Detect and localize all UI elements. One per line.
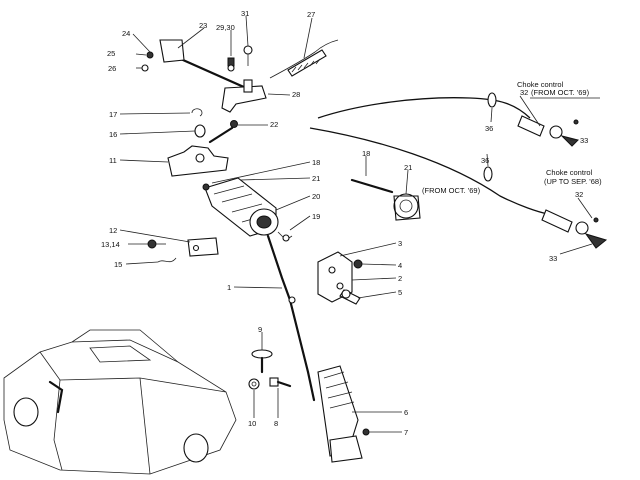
label-5: 5 xyxy=(398,288,402,297)
label-32-lower: 32 xyxy=(575,190,583,199)
label-36-lower: 36 xyxy=(481,156,489,165)
stopper-9 xyxy=(251,349,273,374)
label-25: 25 xyxy=(107,49,115,58)
screw-5 xyxy=(339,289,361,305)
label-28: 28 xyxy=(292,90,300,99)
label-29-30: 29,30 xyxy=(216,23,235,32)
bolt-8 xyxy=(269,377,292,388)
nut-4 xyxy=(353,259,363,269)
label-22: 22 xyxy=(270,120,278,129)
note-knob-range: (FROM OCT. '69) xyxy=(422,186,481,195)
note-choke-range-lower: (UP TO SEP. '68) xyxy=(544,177,602,186)
label-21-knob: 21 xyxy=(404,163,412,172)
label-21-left: 21 xyxy=(312,174,320,183)
grommet-36-lower xyxy=(483,166,493,182)
label-33-upper: 33 xyxy=(580,136,588,145)
label-24: 24 xyxy=(122,29,130,38)
label-17: 17 xyxy=(109,110,117,119)
label-26: 26 xyxy=(108,64,116,73)
label-11: 11 xyxy=(109,156,117,165)
label-16: 16 xyxy=(109,130,117,139)
label-1: 1 xyxy=(227,283,231,292)
label-12: 12 xyxy=(109,226,117,235)
nut-10 xyxy=(248,378,260,390)
label-3: 3 xyxy=(398,239,402,248)
label-13-14: 13,14 xyxy=(101,240,120,249)
label-6: 6 xyxy=(404,408,408,417)
note-choke-control-lower: Choke control xyxy=(546,168,593,177)
part-number-labels: 24 23 29,30 31 27 25 26 28 17 16 22 11 1… xyxy=(101,9,588,437)
label-4: 4 xyxy=(398,261,402,270)
note-choke-control-upper: Choke control xyxy=(517,80,564,89)
bolt-13-14 xyxy=(147,239,166,249)
label-2: 2 xyxy=(398,274,402,283)
label-8: 8 xyxy=(274,419,278,428)
annotations: Choke control (FROM OCT. '69) Choke cont… xyxy=(422,80,602,195)
label-18-knob: 18 xyxy=(362,149,370,158)
choke-cable-lower xyxy=(309,127,549,215)
label-36-upper: 36 xyxy=(485,124,493,133)
accelerator-pedal xyxy=(317,365,363,463)
label-20: 20 xyxy=(312,192,320,201)
leader-lines xyxy=(119,15,593,433)
accelerator-linkage-bracket xyxy=(141,39,339,113)
bracket-12 xyxy=(187,237,219,257)
choke-control-lower xyxy=(541,209,608,249)
choke-knob-assembly xyxy=(350,178,421,221)
accelerator-pedal-lever xyxy=(266,234,316,402)
clip-and-grommet xyxy=(191,108,206,138)
spring-clip-15 xyxy=(157,257,177,263)
label-32-upper: 32 xyxy=(520,88,528,97)
label-9: 9 xyxy=(258,325,262,334)
grommet-36-upper xyxy=(487,92,497,108)
label-18-upper: 18 xyxy=(312,158,320,167)
choke-control-upper xyxy=(517,115,579,147)
accelerator-cable-boot xyxy=(202,177,293,242)
note-choke-range-upper: (FROM OCT. '69) xyxy=(531,88,590,97)
label-19: 19 xyxy=(312,212,320,221)
connecting-rod-22 xyxy=(208,120,238,144)
label-31: 31 xyxy=(241,9,249,18)
label-7: 7 xyxy=(404,428,408,437)
choke-cable-upper xyxy=(317,97,531,119)
label-10: 10 xyxy=(248,419,256,428)
label-33-lower: 33 xyxy=(549,254,557,263)
label-15: 15 xyxy=(114,260,122,269)
label-27: 27 xyxy=(307,10,315,19)
pivot-bracket xyxy=(317,251,353,303)
label-23: 23 xyxy=(199,21,207,30)
car-location-illustration xyxy=(3,329,237,475)
